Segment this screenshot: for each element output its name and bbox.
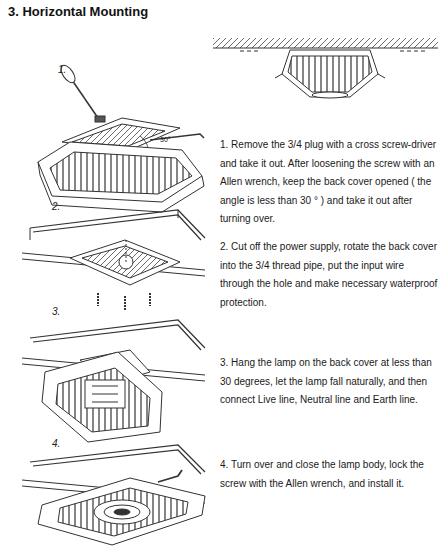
step4-figure	[22, 445, 205, 545]
step1-figure	[38, 63, 204, 212]
step-number: 2.	[52, 201, 60, 212]
page-title: 3. Horizontal Mounting	[8, 4, 148, 19]
step3-figure	[22, 320, 205, 442]
step-instruction: 1. Remove the 3/4 plug with a cross scre…	[220, 136, 438, 229]
step-number: 3.	[52, 306, 60, 317]
step-instruction: 2. Cut off the power supply, rotate the …	[220, 238, 438, 312]
step-number: 4.	[52, 438, 60, 449]
mounted-lamp-view	[213, 38, 438, 98]
angle-label: 30°	[160, 136, 171, 143]
step-instruction: 4. Turn over and close the lamp body, lo…	[220, 456, 438, 493]
step2-figure	[22, 210, 205, 310]
step-number: 1.	[58, 64, 66, 75]
step-instruction: 3. Hang the lamp on the back cover at le…	[220, 354, 438, 410]
